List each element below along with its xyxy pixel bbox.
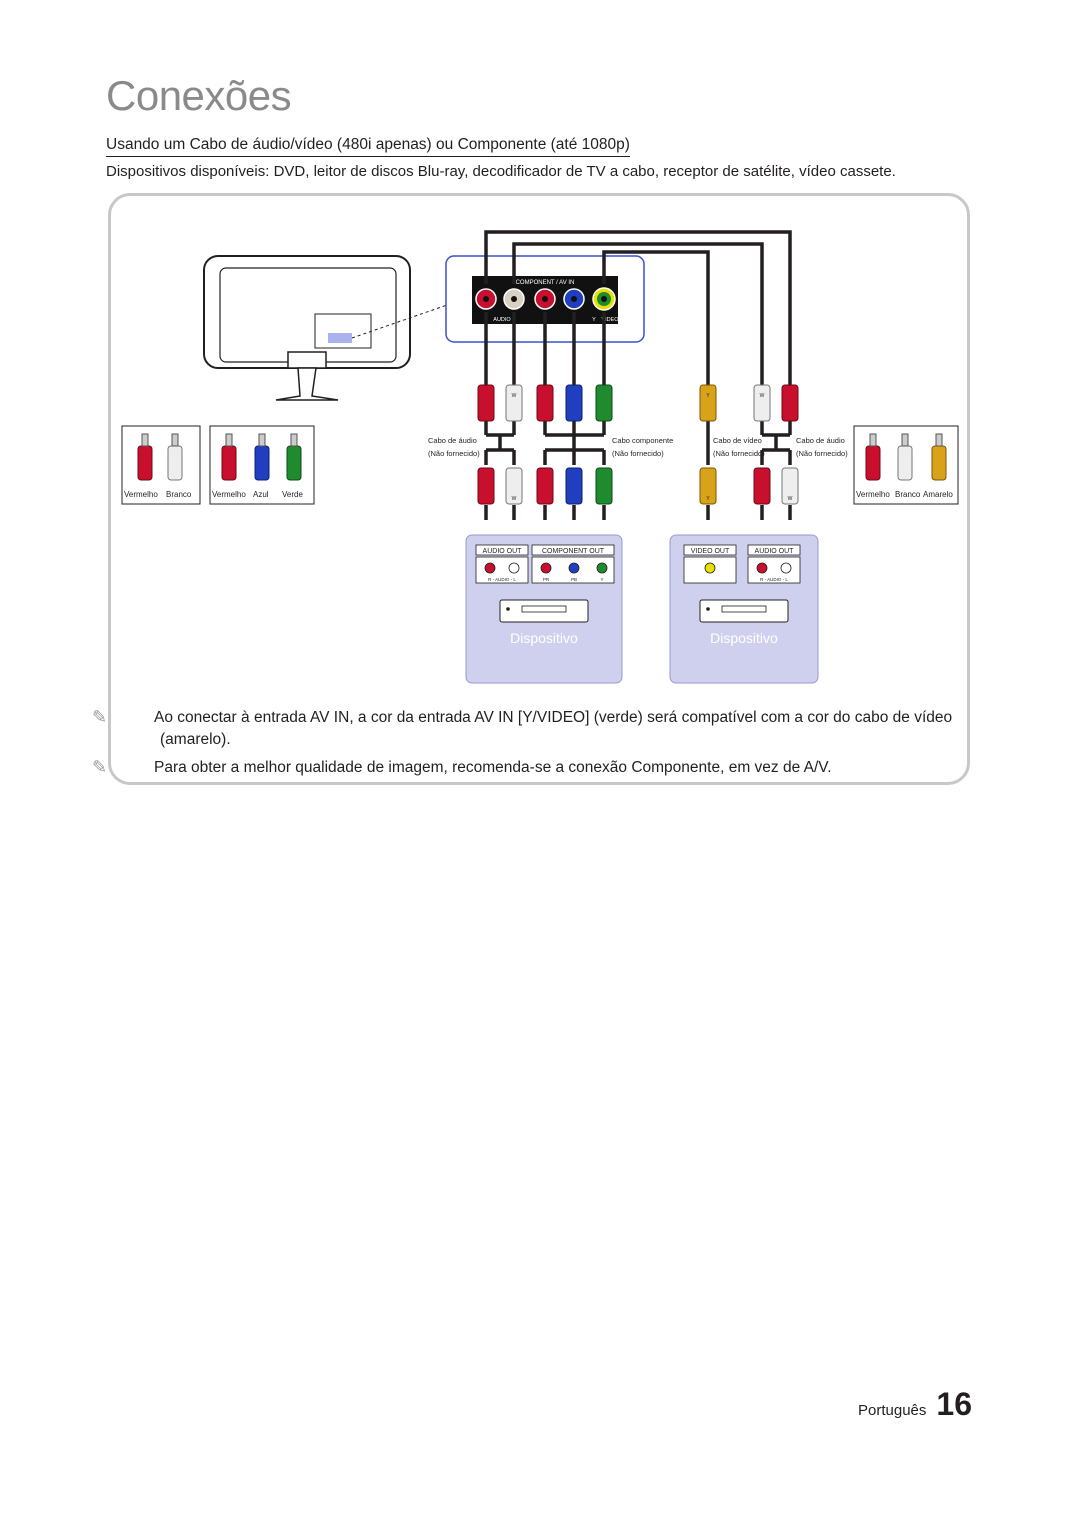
device1-y: Y: [600, 577, 603, 582]
cable-audio-label-2: Cabo de áudio: [796, 436, 845, 445]
component-av-in-panel: COMPONENT / AV IN AUDIO Y VIDEO: [445, 255, 645, 343]
device1-component-out: COMPONENT OUT: [542, 548, 605, 555]
device-av: VIDEO OUT AUDIO OUT R - AUDIO - L Dispos…: [669, 534, 819, 684]
device1-pr: PR: [543, 577, 550, 582]
legend-red-1: Vermelho: [124, 490, 158, 499]
cable-audio-label-1: Cabo de áudio: [428, 436, 477, 445]
device2-audio-out: AUDIO OUT: [755, 548, 795, 555]
page-title: Conexões: [106, 72, 292, 119]
plug-w-label: W: [512, 393, 517, 399]
page-number: 16: [936, 1386, 972, 1422]
connection-diagram: COMPONENT / AV IN AUDIO Y VIDEO: [121, 230, 959, 684]
legend-red-3: Vermelho: [856, 490, 890, 499]
device1-label: Dispositivo: [510, 630, 578, 646]
not-supplied-label-1: (Não fornecido): [428, 449, 480, 458]
note-component-quality: ✎Para obter a melhor qualidade de imagem…: [92, 757, 832, 777]
tv-monitor-icon: [203, 255, 411, 401]
page-footer: Português 16: [858, 1386, 972, 1423]
device-component: AUDIO OUT COMPONENT OUT R - AUDIO - L PR…: [465, 534, 623, 684]
legend-blue: Azul: [253, 490, 269, 499]
note-pencil-icon-2: ✎: [92, 757, 108, 777]
cable-component-label: Cabo componente: [612, 436, 673, 445]
device2-video-out: VIDEO OUT: [691, 548, 730, 555]
device1-audio-out: AUDIO OUT: [483, 548, 523, 555]
available-devices-text: Dispositivos disponíveis: DVD, leitor de…: [106, 163, 896, 180]
legend-white-2: Branco: [895, 490, 921, 499]
legend-green: Verde: [282, 490, 303, 499]
section-heading: Usando um Cabo de áudio/vídeo (480i apen…: [106, 136, 630, 157]
panel-label: COMPONENT / AV IN: [516, 280, 575, 286]
device1-audio-sub: R - AUDIO - L: [488, 577, 516, 582]
upper-plugs: W Y W: [477, 384, 799, 422]
footer-language: Português: [858, 1402, 927, 1419]
panel-audio-label: AUDIO: [493, 317, 511, 323]
lower-plugs: W Y W: [477, 467, 799, 505]
legend-box-component: Vermelho Azul Verde: [209, 425, 315, 505]
not-supplied-label-4: (Não fornecido): [796, 449, 848, 458]
cable-video-label: Cabo de vídeo: [713, 436, 762, 445]
device1-pb: PB: [571, 577, 577, 582]
cable-routing: [484, 230, 792, 520]
note-pencil-icon: ✎: [92, 707, 108, 727]
legend-yellow: Amarelo: [923, 490, 953, 499]
legend-box-av: Vermelho Branco Amarelo: [853, 425, 959, 505]
connection-diagram-frame: [108, 193, 970, 785]
plug-w-label-4: W: [788, 496, 793, 502]
plug-y-label-2: Y: [706, 496, 710, 502]
device2-audio-sub: R - AUDIO - L: [760, 577, 788, 582]
plug-w-label-3: W: [512, 496, 517, 502]
legend-white-1: Branco: [166, 490, 192, 499]
legend-box-audio: Vermelho Branco: [121, 425, 201, 505]
panel-y-label: Y: [592, 317, 596, 323]
legend-red-2: Vermelho: [212, 490, 246, 499]
not-supplied-label-3: (Não fornecido): [713, 449, 765, 458]
panel-video-label: VIDEO: [601, 317, 619, 323]
plug-y-label: Y: [706, 393, 710, 399]
not-supplied-label-2: (Não fornecido): [612, 449, 664, 458]
plug-w-label-2: W: [760, 393, 765, 399]
note-av-in: ✎Ao conectar à entrada AV IN, a cor da e…: [92, 707, 953, 748]
device2-label: Dispositivo: [710, 630, 778, 646]
